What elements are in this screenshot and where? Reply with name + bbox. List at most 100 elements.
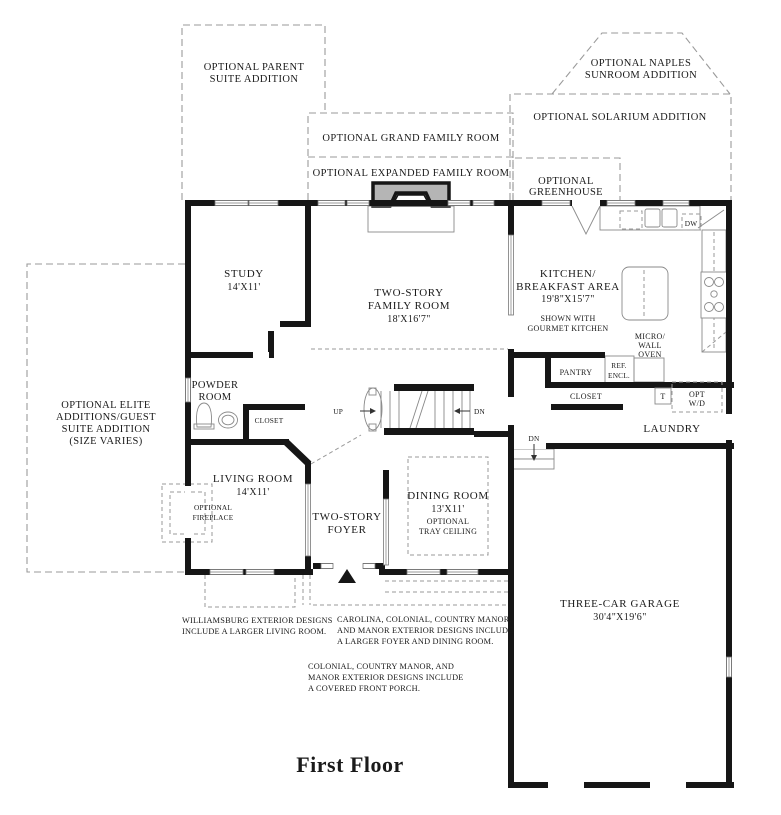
kitchen-island — [621, 266, 669, 321]
dining-room-dims: 13'X11' — [431, 504, 464, 515]
micro-wall-oven-label-1: MICRO/ — [635, 332, 666, 341]
laundry-tub-label: T — [660, 392, 665, 401]
foyer-label-1: TWO-STORY — [312, 511, 381, 523]
elite-suite-label-1: OPTIONAL ELITE — [61, 400, 150, 411]
kitchen-dims: 19'8"X15'7" — [541, 294, 594, 305]
stair-treads — [380, 390, 471, 429]
naples-sunroom-label-1: OPTIONAL NAPLES — [591, 58, 691, 69]
powder-closet-label: CLOSET — [255, 416, 284, 425]
note-carolina-1: CAROLINA, COLONIAL, COUNTRY MANOR, — [337, 615, 512, 624]
kitchen-label-1: KITCHEN/ — [540, 268, 596, 280]
expanded-family-label: OPTIONAL EXPANDED FAMILY ROOM — [313, 168, 510, 179]
optional-fireplace-label-2: FIREPLACE — [193, 513, 234, 522]
powder-sink — [218, 411, 238, 429]
pantry-label: PANTRY — [560, 368, 593, 377]
elite-suite-label-3: SUITE ADDITION — [62, 424, 151, 435]
kitchen-label-2: BREAKFAST AREA — [516, 281, 620, 293]
toilet — [193, 402, 215, 430]
micro-wall-oven-label-3: OVEN — [638, 350, 661, 359]
hearth — [367, 205, 455, 233]
tray-ceiling-outline — [407, 456, 489, 556]
greenhouse-door-swing — [571, 205, 601, 236]
laundry-tub-box — [654, 387, 672, 405]
front-door-marker — [338, 569, 356, 583]
dishwasher-outline — [681, 213, 702, 231]
dining-room-name: DINING ROOM — [407, 490, 488, 502]
ref-encl-label-2: ENCL. — [608, 371, 630, 380]
optional-naples-sunroom-outline — [551, 32, 731, 95]
greenhouse-label-2: GREENHOUSE — [529, 187, 603, 198]
family-room-label-1: TWO-STORY — [374, 287, 443, 299]
room-labels: STUDY 14'X11' TWO-STORY FAMILY ROOM 18'X… — [192, 268, 700, 623]
laundry-name: LAUNDRY — [643, 423, 700, 435]
naples-sunroom-label-2: SUNROOM ADDITION — [585, 70, 697, 81]
study-dims: 14'X11' — [227, 282, 260, 293]
powder-room-fixtures — [193, 402, 238, 430]
powder-room-label-1: POWDER — [192, 380, 239, 391]
optional-grand-expanded-family-outline — [307, 112, 514, 200]
fireplace — [367, 181, 455, 233]
elite-suite-label-4: (SIZE VARIES) — [69, 436, 142, 447]
garage-dims: 30'4"X19'6" — [593, 612, 646, 623]
washer-dryer-label-2: W/D — [689, 399, 705, 408]
washer-dryer-outline — [671, 381, 723, 413]
dn-arrow-icon — [454, 408, 470, 414]
dn-garage-arrow-icon — [531, 444, 537, 461]
note-williamsburg-2: INCLUDE A LARGER LIVING ROOM. — [182, 627, 326, 636]
optional-addition-labels: OPTIONAL PARENT SUITE ADDITION OPTIONAL … — [56, 58, 706, 522]
parent-suite-label-1: OPTIONAL PARENT — [204, 62, 305, 73]
note-colonial-3: A COVERED FRONT PORCH. — [308, 684, 420, 693]
family-room-dims: 18'X16'7" — [387, 314, 431, 325]
family-room-label-2: FAMILY ROOM — [368, 300, 450, 312]
grand-family-label: OPTIONAL GRAND FAMILY ROOM — [322, 133, 500, 144]
larger-living-room-outline — [204, 575, 296, 608]
foyer-hall-boundary-dash — [310, 434, 362, 465]
note-williamsburg-1: WILLIAMSBURG EXTERIOR DESIGNS — [182, 616, 333, 625]
garage-name: THREE-CAR GARAGE — [560, 598, 680, 610]
stairs-dn-label: DN — [474, 407, 485, 416]
parent-suite-label-2: SUITE ADDITION — [210, 74, 299, 85]
living-room-name: LIVING ROOM — [213, 473, 293, 485]
optional-solarium-outline — [509, 93, 732, 200]
note-carolina-3: A LARGER FOYER AND DINING ROOM. — [337, 637, 493, 646]
optional-elite-guest-suite-outline — [26, 263, 185, 573]
optional-greenhouse-outline — [512, 157, 621, 200]
note-carolina-2: AND MANOR EXTERIOR DESIGNS INCLUDE — [337, 626, 513, 635]
wall-openings — [185, 200, 732, 788]
window-strip-top — [214, 200, 690, 206]
solarium-label: OPTIONAL SOLARIUM ADDITION — [533, 112, 706, 123]
foyer-diagonal-wall — [283, 439, 312, 467]
elite-suite-label-2: ADDITIONS/GUEST — [56, 412, 156, 423]
kitchen-note-2: GOURMET KITCHEN — [527, 324, 608, 333]
kitchen-counter-corner — [697, 209, 725, 229]
fixture-labels: MICRO/ WALL OVEN PANTRY REF. ENCL. CLOSE… — [333, 219, 705, 443]
study-name: STUDY — [224, 268, 264, 280]
optional-parent-suite-outline — [181, 24, 326, 200]
ref-encl-label-1: REF. — [611, 361, 626, 370]
window-strip-bottom — [209, 563, 479, 575]
cooktop — [700, 271, 728, 319]
micro-wall-oven-label-2: WALL — [638, 341, 661, 350]
hall-closet-label: CLOSET — [570, 392, 602, 401]
kitchen-note-1: SHOWN WITH — [540, 314, 595, 323]
window-strips-vertical — [185, 234, 732, 678]
foyer-label-2: FOYER — [327, 524, 366, 536]
powder-room-label-2: ROOM — [198, 392, 231, 403]
optional-fireplace-label-1: OPTIONAL — [194, 503, 232, 512]
up-arrow-icon — [360, 408, 376, 414]
tray-ceiling-label-2: TRAY CEILING — [419, 527, 477, 536]
floor-title: First Floor — [296, 752, 404, 777]
living-room-dims: 14'X11' — [236, 487, 269, 498]
footnotes: WILLIAMSBURG EXTERIOR DESIGNS INCLUDE A … — [182, 615, 513, 693]
kitchen-counter-corner-dash — [701, 331, 727, 353]
dishwasher-label: DW — [685, 219, 698, 228]
note-colonial-2: MANOR EXTERIOR DESIGNS INCLUDE — [308, 673, 464, 682]
stairs-up-label: UP — [333, 407, 343, 416]
larger-foyer-dining-porch-outline — [302, 575, 508, 606]
tray-ceiling-label-1: OPTIONAL — [427, 517, 469, 526]
greenhouse-label-1: OPTIONAL — [538, 176, 594, 187]
note-colonial-1: COLONIAL, COUNTRY MANOR, AND — [308, 662, 454, 671]
washer-dryer-label-1: OPT — [689, 390, 705, 399]
